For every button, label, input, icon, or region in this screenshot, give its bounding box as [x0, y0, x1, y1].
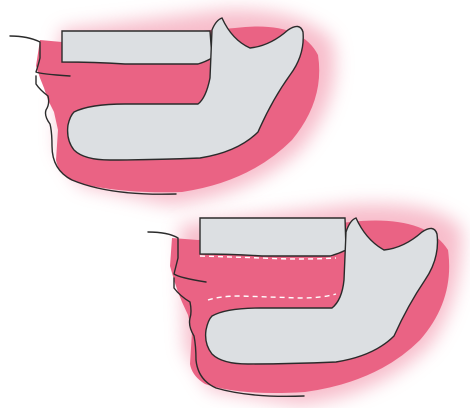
maxilla-bone-before — [62, 31, 212, 64]
maxilla-bone-after — [200, 218, 346, 256]
panel-before — [10, 10, 335, 205]
panel-after — [148, 204, 462, 405]
